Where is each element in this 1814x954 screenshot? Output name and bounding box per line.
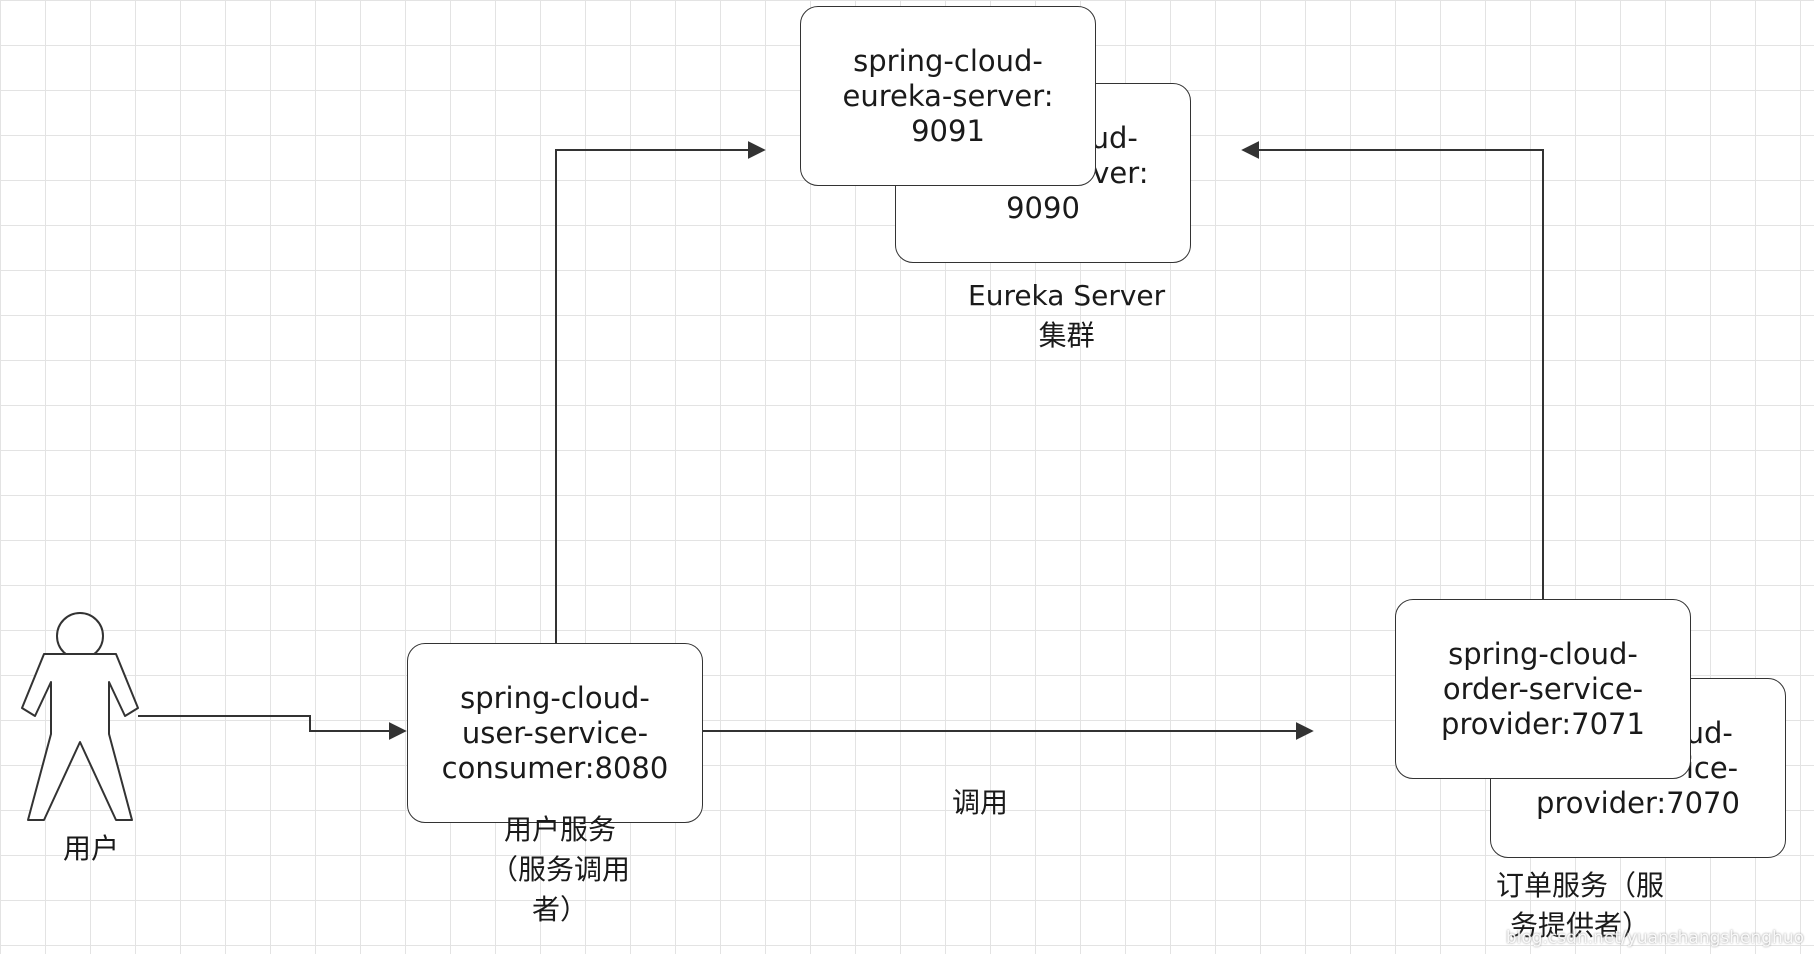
user-service-label: 用户服务 （服务调用 者）	[490, 813, 631, 926]
call-label: 调用	[952, 786, 1009, 819]
eureka-cluster-label: Eureka Server 集群	[968, 279, 1166, 352]
user-actor-icon	[21, 612, 139, 821]
order-service-provider-7071-node[interactable]: spring-cloud- order-service- provider:70…	[1395, 599, 1691, 779]
watermark: blog.csdn.net/yuanshangshenghuo	[1505, 928, 1804, 948]
arrow-user-to-user-service	[138, 715, 407, 740]
arrow-order-service-to-eureka	[1241, 141, 1544, 599]
eureka-server-9091-node[interactable]: spring-cloud- eureka-server: 9091	[800, 6, 1096, 186]
user-service-consumer-node[interactable]: spring-cloud- user-service- consumer:808…	[407, 643, 703, 823]
arrow-user-service-to-eureka	[555, 141, 766, 643]
order-service-label: 订单服务（服 务提供者）	[1496, 869, 1665, 942]
user-label: 用户	[63, 832, 120, 865]
